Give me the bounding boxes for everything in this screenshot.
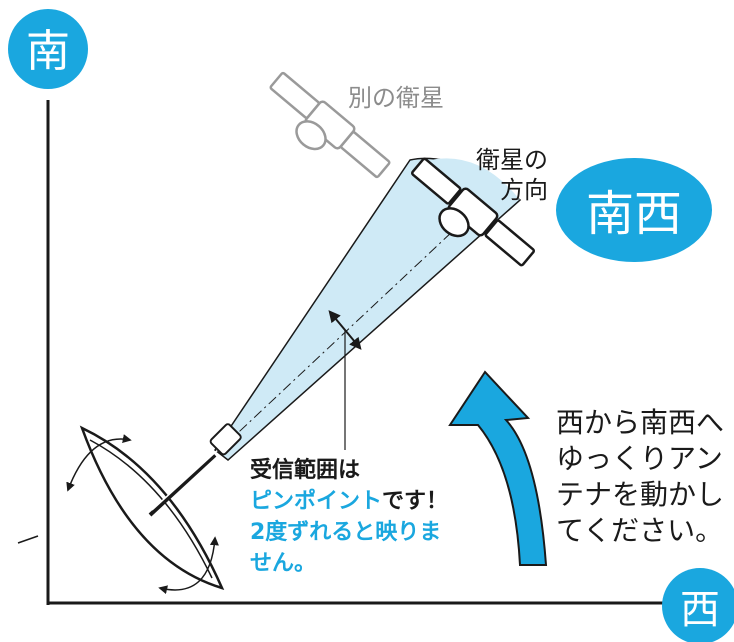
dish-tilt-arrow-top	[66, 434, 132, 492]
west-label: 西	[680, 587, 720, 633]
reception-line4: せん。	[250, 551, 316, 576]
satellite-direction-label-line2: 方向	[500, 176, 548, 204]
reception-note: 受信範囲は ピンポイントです！ 2度ずれると映りま せん。	[250, 457, 448, 576]
reception-line2: ピンポイントです！	[250, 488, 448, 514]
instruction-line4: てください。	[556, 514, 723, 547]
reception-beam	[213, 157, 522, 461]
satellite-direction-label-line1: 衛星の	[476, 146, 548, 174]
rotation-direction-arrow	[448, 370, 548, 566]
instruction-text: 西から南西へ ゆっくりアン テナを動かし てください。	[556, 406, 724, 547]
other-satellite-label: 別の衛星	[348, 84, 444, 112]
reception-pinpoint: ピンポイント	[250, 488, 382, 514]
southwest-badge: 南西	[556, 158, 712, 262]
reception-line2-rest: です！	[382, 489, 448, 514]
west-badge: 西	[662, 568, 734, 642]
instruction-line2: ゆっくりアン	[556, 442, 723, 475]
south-badge: 南	[8, 9, 88, 89]
dish-tilt-arrow-bottom	[158, 536, 219, 595]
instruction-line3: テナを動かし	[556, 478, 724, 511]
reception-line1: 受信範囲は	[250, 457, 360, 483]
target-satellite	[410, 157, 536, 267]
stray-tick	[17, 535, 39, 544]
southwest-label: 南西	[586, 186, 682, 242]
instruction-line1: 西から南西へ	[556, 406, 724, 439]
antenna-dish	[66, 423, 242, 595]
reception-line3: 2度ずれると映りま	[250, 519, 441, 545]
other-satellite	[269, 71, 391, 179]
south-label: 南	[26, 26, 70, 77]
